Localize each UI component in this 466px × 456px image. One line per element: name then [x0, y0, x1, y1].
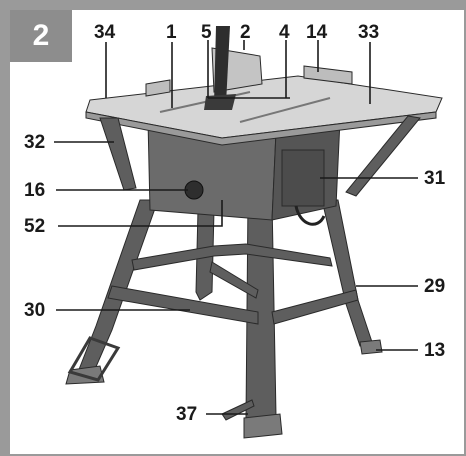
callout-13: 13 — [424, 340, 445, 361]
callout-5: 5 — [201, 22, 212, 43]
callout-30: 30 — [24, 300, 45, 321]
callout-labels: 34 1 5 2 4 14 33 32 16 52 31 29 30 13 37 — [24, 22, 446, 425]
leader-lines — [54, 40, 418, 415]
support-foot-37 — [221, 399, 255, 421]
callout-16: 16 — [24, 180, 45, 201]
callout-33: 33 — [358, 22, 379, 43]
guard-arm — [214, 26, 230, 104]
brace-back — [131, 243, 333, 271]
support-foot-left — [67, 336, 121, 382]
brace-front — [107, 285, 259, 325]
callout-31: 31 — [424, 168, 446, 189]
callout-14: 14 — [306, 22, 328, 43]
callout-1: 1 — [166, 22, 177, 43]
power-cable — [294, 205, 326, 226]
foot-front-center — [243, 413, 283, 439]
callout-37: 37 — [176, 404, 197, 425]
callout-52: 52 — [24, 216, 45, 237]
brace-side-left — [209, 261, 259, 299]
foot-back-right — [359, 339, 383, 355]
stand — [77, 199, 373, 429]
leg-back-right — [321, 199, 373, 347]
parallel-stop — [303, 65, 353, 85]
table-edge — [85, 111, 437, 146]
callout-34: 34 — [94, 22, 116, 43]
motor-box — [281, 149, 325, 207]
table-top — [85, 75, 443, 146]
saw-housing — [147, 119, 341, 221]
table-support-right — [345, 115, 421, 197]
leader-52 — [58, 200, 223, 227]
callout-29: 29 — [424, 276, 445, 297]
table-support-left — [99, 117, 137, 191]
callout-2: 2 — [240, 22, 251, 43]
brace-right — [271, 289, 359, 325]
figure-number-badge: 2 — [10, 10, 72, 62]
callout-32: 32 — [24, 132, 45, 153]
left-fence — [145, 79, 171, 97]
mitre-slot-right — [239, 97, 331, 123]
callout-4: 4 — [279, 22, 290, 43]
